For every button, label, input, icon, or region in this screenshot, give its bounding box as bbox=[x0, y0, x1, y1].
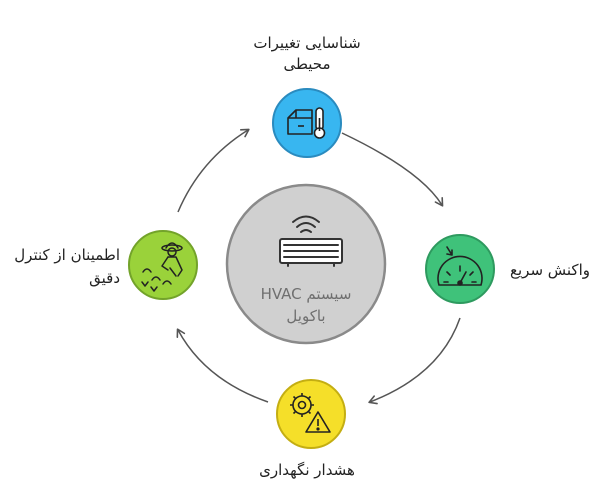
arrow-right-to-bottom bbox=[368, 317, 461, 405]
top-node-label-line1: شناسایی تغییرات bbox=[253, 34, 361, 52]
box-thermometer-icon bbox=[287, 107, 326, 139]
farmer-field-icon bbox=[141, 242, 183, 292]
air-conditioner-wifi-icon bbox=[279, 215, 343, 267]
top-node-label-line2: محیطی bbox=[283, 55, 331, 73]
arrow-top-to-right bbox=[341, 132, 444, 207]
center-title-line2: باکویل bbox=[286, 307, 326, 325]
gear-warning-icon bbox=[290, 393, 331, 433]
node-right bbox=[425, 234, 495, 304]
arrow-bottom-to-left bbox=[176, 328, 269, 403]
left-node-label-line2: دقیق bbox=[89, 269, 120, 287]
speedometer-icon bbox=[437, 246, 483, 286]
bottom-node-label: هشدار نگهداری bbox=[259, 461, 355, 479]
center-title-line1: سیستم HVAC bbox=[260, 285, 352, 303]
center-node bbox=[225, 183, 387, 345]
node-left bbox=[128, 230, 198, 300]
arrow-left-to-top bbox=[177, 128, 250, 213]
left-node-label-line1: اطمینان از کنترل bbox=[14, 246, 120, 264]
node-top bbox=[272, 88, 342, 158]
node-bottom bbox=[276, 379, 346, 449]
right-node-label: واکنش سریع bbox=[510, 261, 590, 279]
